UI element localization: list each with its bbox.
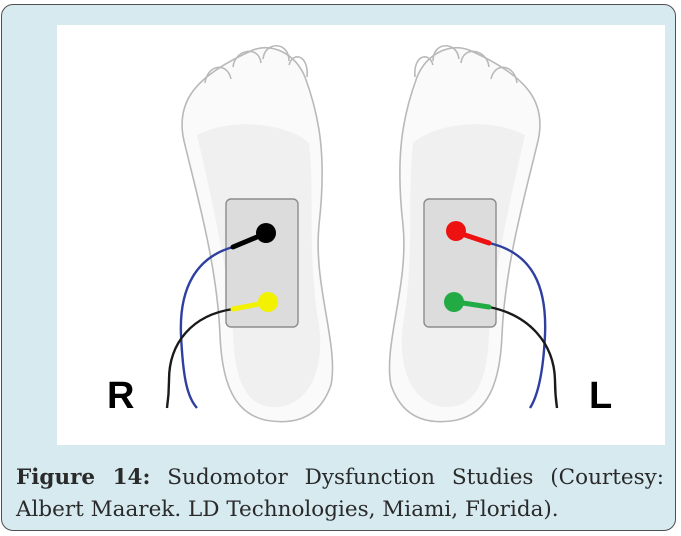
- left-upper-electrode: [446, 221, 466, 241]
- right-foot-label: R: [107, 375, 134, 417]
- left-lower-electrode: [444, 292, 464, 312]
- figure-caption: Figure 14: Sudomotor Dysfunction Studies…: [16, 462, 664, 526]
- figure-image: R L: [57, 25, 665, 445]
- left-foot-label: L: [589, 375, 612, 417]
- figure-box: R L Figure 14: Sudomotor Dysfunction Stu…: [1, 4, 676, 531]
- right-lower-electrode: [258, 292, 278, 312]
- figure-label: Figure 14:: [16, 465, 150, 490]
- feet-electrode-diagram: R L: [57, 25, 665, 445]
- right-upper-electrode: [256, 223, 276, 243]
